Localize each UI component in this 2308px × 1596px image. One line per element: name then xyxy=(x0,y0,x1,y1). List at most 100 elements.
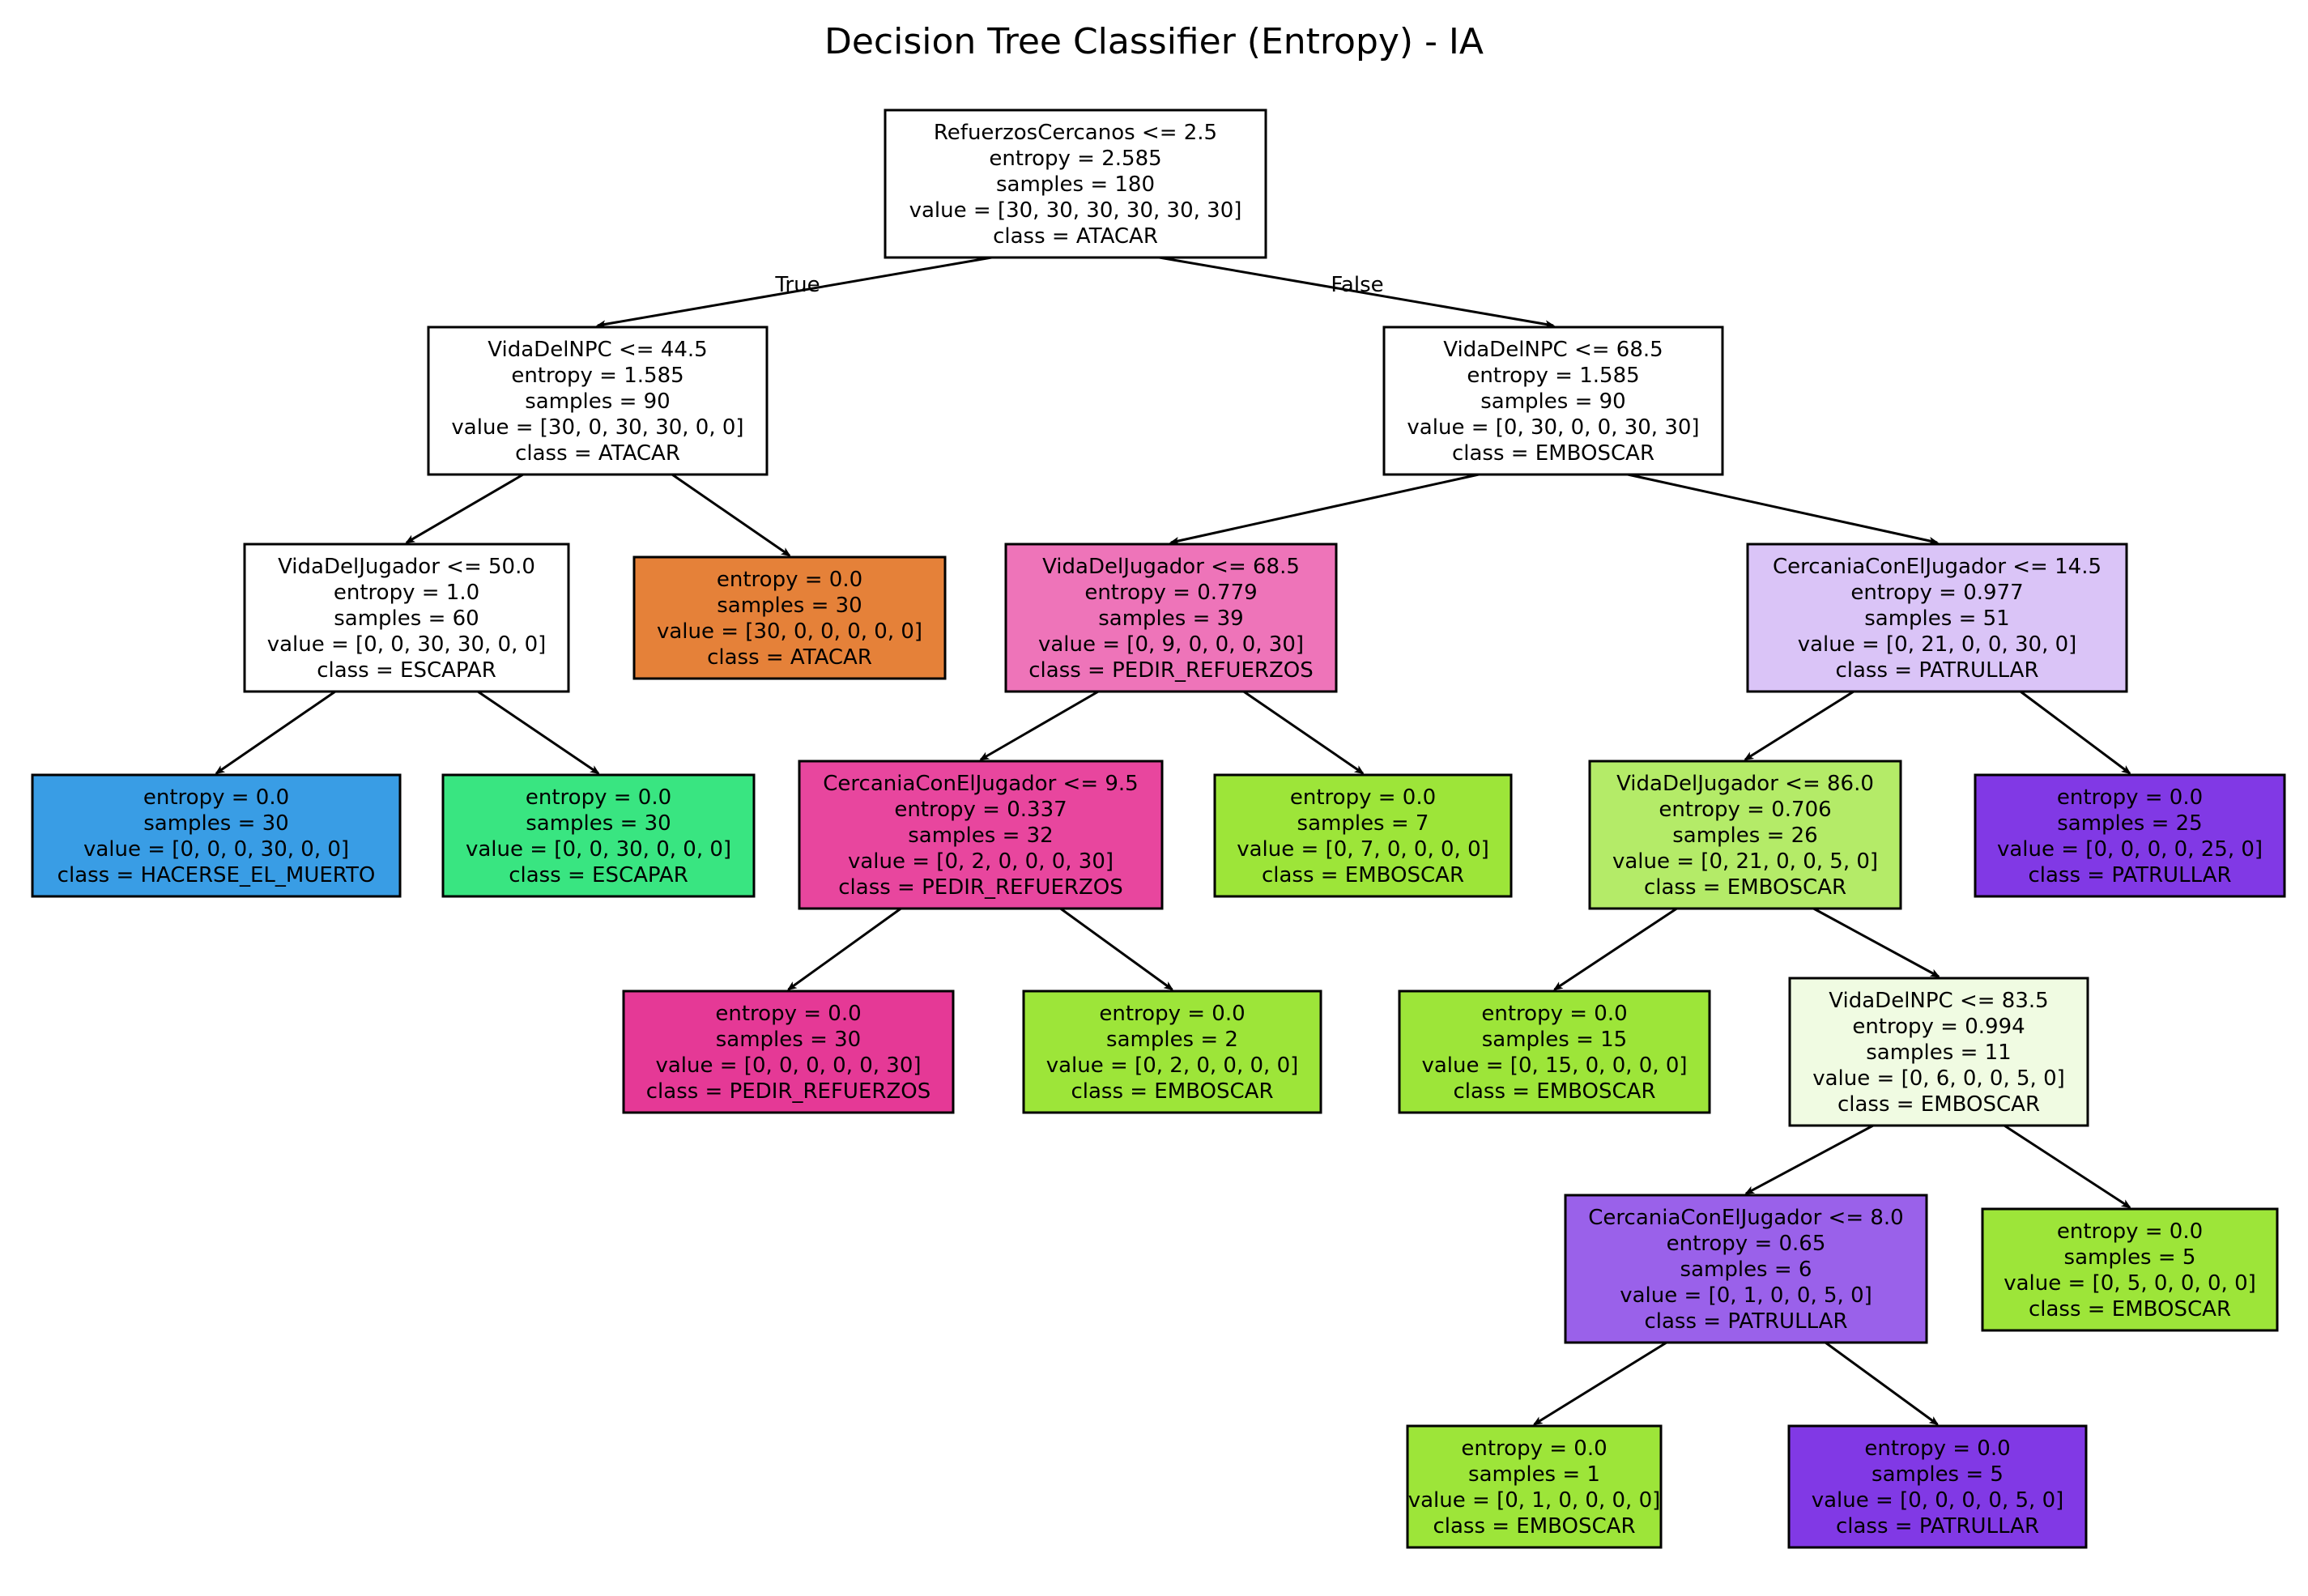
node-line: class = EMBOSCAR xyxy=(2029,1297,2231,1321)
node-line: samples = 26 xyxy=(1672,824,1817,848)
node-line: value = [0, 0, 0, 0, 0, 30] xyxy=(655,1053,921,1078)
node-line: samples = 25 xyxy=(2057,811,2202,836)
node-line: samples = 51 xyxy=(1864,606,2009,631)
node-box xyxy=(798,760,1164,910)
node-line: entropy = 0.0 xyxy=(1099,1002,1245,1026)
edges-layer xyxy=(215,256,2131,1426)
edge-n11-n16 xyxy=(1812,907,1940,978)
node-line: entropy = 1.0 xyxy=(334,581,479,605)
node-line: entropy = 0.65 xyxy=(1667,1232,1826,1256)
node-line: entropy = 0.706 xyxy=(1659,798,1831,822)
edge-n17-n20 xyxy=(1825,1341,1940,1426)
node-line: class = HACERSE_EL_MUERTO xyxy=(57,863,376,887)
node-box xyxy=(622,990,955,1114)
node-box xyxy=(1787,1424,2088,1549)
node-line: value = [30, 0, 0, 0, 0, 0] xyxy=(657,619,922,644)
node-line: value = [0, 6, 0, 0, 5, 0] xyxy=(1812,1066,2065,1091)
node-line: entropy = 0.0 xyxy=(2057,785,2203,810)
node-box xyxy=(1564,1194,1928,1344)
node-box xyxy=(1588,760,1902,910)
node-line: class = ESCAPAR xyxy=(509,863,688,887)
node-line: value = [0, 0, 0, 0, 5, 0] xyxy=(1812,1488,2064,1513)
node-line: value = [0, 0, 30, 30, 0, 0] xyxy=(267,632,547,657)
node-line: entropy = 0.0 xyxy=(1461,1436,1607,1461)
edge-n3-n8 xyxy=(477,690,600,775)
node-box xyxy=(1974,773,2286,898)
node-line: entropy = 0.0 xyxy=(2057,1219,2203,1244)
node-line: value = [30, 0, 30, 30, 0, 0] xyxy=(451,415,743,440)
node-line: entropy = 0.0 xyxy=(143,785,289,810)
node-line: VidaDelJugador <= 86.0 xyxy=(1616,772,1874,796)
node-line: samples = 90 xyxy=(1480,389,1625,414)
node-line: samples = 39 xyxy=(1098,606,1243,631)
edge-n6-n12 xyxy=(2020,690,2131,775)
node-box xyxy=(31,773,402,898)
node-box xyxy=(243,543,570,693)
edge-n17-n19 xyxy=(1532,1341,1667,1426)
node-line: VidaDelJugador <= 68.5 xyxy=(1042,555,1300,579)
edge-n9-n14 xyxy=(1059,907,1174,991)
node-line: class = EMBOSCAR xyxy=(1837,1092,2040,1117)
node-box xyxy=(1213,773,1513,898)
node-box xyxy=(441,773,756,898)
node-line: value = [0, 1, 0, 0, 5, 0] xyxy=(1620,1283,1872,1308)
edge-n0-n2 xyxy=(1159,256,1555,329)
diagram-title: Decision Tree Classifier (Entropy) - IA xyxy=(824,21,1484,62)
node-line: entropy = 0.779 xyxy=(1084,581,1257,605)
node-line: samples = 5 xyxy=(2064,1245,2196,1270)
node-line: class = EMBOSCAR xyxy=(1071,1079,1273,1104)
edge-n9-n13 xyxy=(786,907,902,991)
node-line: entropy = 0.0 xyxy=(715,1002,861,1026)
node-line: class = ESCAPAR xyxy=(317,658,496,683)
node-line: entropy = 0.337 xyxy=(894,798,1067,822)
node-line: VidaDelNPC <= 44.5 xyxy=(488,338,707,362)
node-line: samples = 30 xyxy=(526,811,671,836)
node-line: samples = 7 xyxy=(1297,811,1429,836)
node-box xyxy=(1022,990,1322,1114)
node-line: class = EMBOSCAR xyxy=(1453,1079,1655,1104)
node-box xyxy=(1382,326,1724,476)
node-line: entropy = 0.0 xyxy=(717,568,862,592)
node-box xyxy=(884,109,1267,259)
node-line: samples = 1 xyxy=(1468,1462,1600,1487)
node-line: value = [0, 2, 0, 0, 0, 0] xyxy=(1046,1053,1299,1078)
node-box xyxy=(1398,990,1711,1114)
node-line: class = EMBOSCAR xyxy=(1262,863,1464,887)
node-line: samples = 5 xyxy=(1872,1462,2004,1487)
node-line: class = PEDIR_REFUERZOS xyxy=(1028,658,1313,683)
node-line: entropy = 0.0 xyxy=(1864,1436,2010,1461)
node-line: CercaniaConElJugador <= 9.5 xyxy=(823,772,1138,796)
edge-n16-n17 xyxy=(1744,1124,1874,1195)
node-line: value = [0, 9, 0, 0, 0, 30] xyxy=(1038,632,1304,657)
node-box xyxy=(1788,977,2089,1127)
edge-n5-n10 xyxy=(1242,690,1365,775)
node-line: samples = 90 xyxy=(525,389,670,414)
edge-label-true: True xyxy=(774,273,820,297)
node-line: samples = 30 xyxy=(143,811,288,836)
node-line: entropy = 0.977 xyxy=(1850,581,2023,605)
node-line: VidaDelNPC <= 68.5 xyxy=(1443,338,1663,362)
node-line: value = [0, 30, 0, 0, 30, 30] xyxy=(1407,415,1699,440)
node-line: class = PATRULLAR xyxy=(1836,1514,2039,1539)
node-line: value = [0, 0, 0, 0, 25, 0] xyxy=(1997,837,2263,862)
edge-n5-n9 xyxy=(979,690,1099,761)
node-line: value = [0, 5, 0, 0, 0, 0] xyxy=(2004,1271,2256,1296)
edge-n0-n1 xyxy=(596,256,992,329)
node-line: samples = 180 xyxy=(996,172,1155,197)
node-line: CercaniaConElJugador <= 14.5 xyxy=(1773,555,2101,579)
node-box xyxy=(1746,543,2128,693)
node-box xyxy=(1981,1207,2279,1332)
node-line: entropy = 0.0 xyxy=(526,785,671,810)
node-line: samples = 30 xyxy=(717,594,862,618)
